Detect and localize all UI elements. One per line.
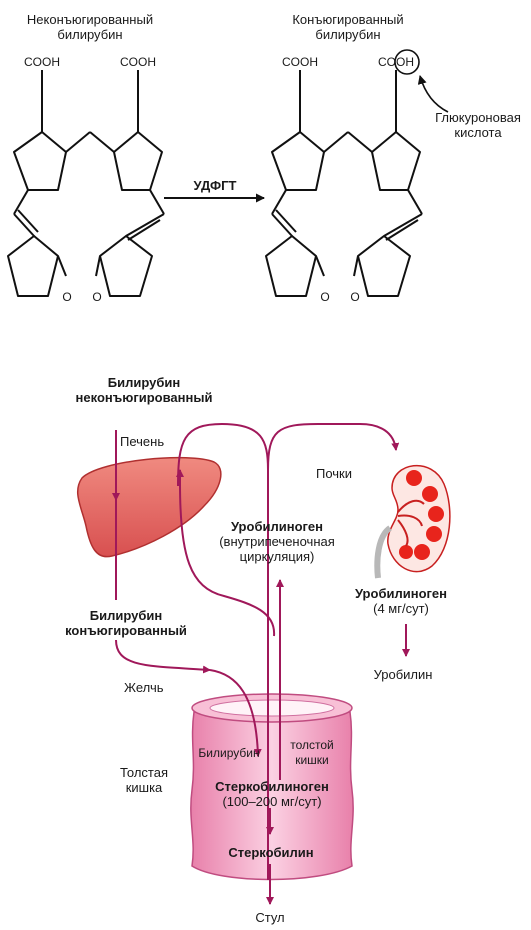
kidneys-label: Почки (316, 466, 353, 481)
stool-label: Стул (255, 910, 285, 925)
glucuronic-pointer-arrow (417, 75, 449, 113)
unconjugated-bilirubin-label: Билирубин неконъюгированный (75, 375, 213, 405)
colon-urobilinogen-label: толстой кишки (290, 738, 334, 767)
cooh-label-1: COOH (24, 55, 60, 69)
oxygen-label-2: O (92, 290, 102, 304)
glucuronic-highlight-circle (394, 49, 420, 75)
enzyme-label: УДФГТ (193, 178, 237, 193)
kidney-shape (374, 465, 451, 579)
glucuronic-acid-label: Глюкуроновая кислота (435, 110, 521, 140)
oxygen-label-1: O (62, 290, 72, 304)
colon-shape (190, 693, 354, 881)
cooh-label-3: COOH (282, 55, 318, 69)
unconjugated-bilirubin-structure (7, 70, 165, 297)
oxygen-label-3: O (320, 290, 330, 304)
urobilinogen-enterohepatic-label: Уробилиноген (внутрипеченочная циркуляци… (219, 519, 335, 564)
colon-bilirubin-label: Билирубин (198, 746, 260, 760)
urobilin-label: Уробилин (373, 667, 433, 682)
stercobilin-label: Стеркобилин (228, 845, 314, 860)
liver-label: Печень (120, 434, 165, 449)
oxygen-label-4: O (350, 290, 360, 304)
conjugated-bilirubin-structure (265, 70, 423, 297)
conjugated-bilirubin-label: Билирубин конъюгированный (65, 608, 187, 638)
cooh-label-4: COOH (378, 55, 414, 69)
urobilinogen-kidney-label: Уробилиноген (4 мг/сут) (354, 586, 448, 616)
flow-arrows (112, 422, 410, 905)
right-structure-title: Конъюгированный билирубин (292, 12, 404, 42)
bile-label: Желчь (124, 680, 164, 695)
stercobilinogen-label: Стеркобилиноген (100–200 мг/сут) (215, 779, 329, 809)
left-structure-title: Неконъюгированный билирубин (26, 12, 154, 42)
cooh-label-2: COOH (120, 55, 156, 69)
colon-label: Толстая кишка (119, 765, 169, 795)
